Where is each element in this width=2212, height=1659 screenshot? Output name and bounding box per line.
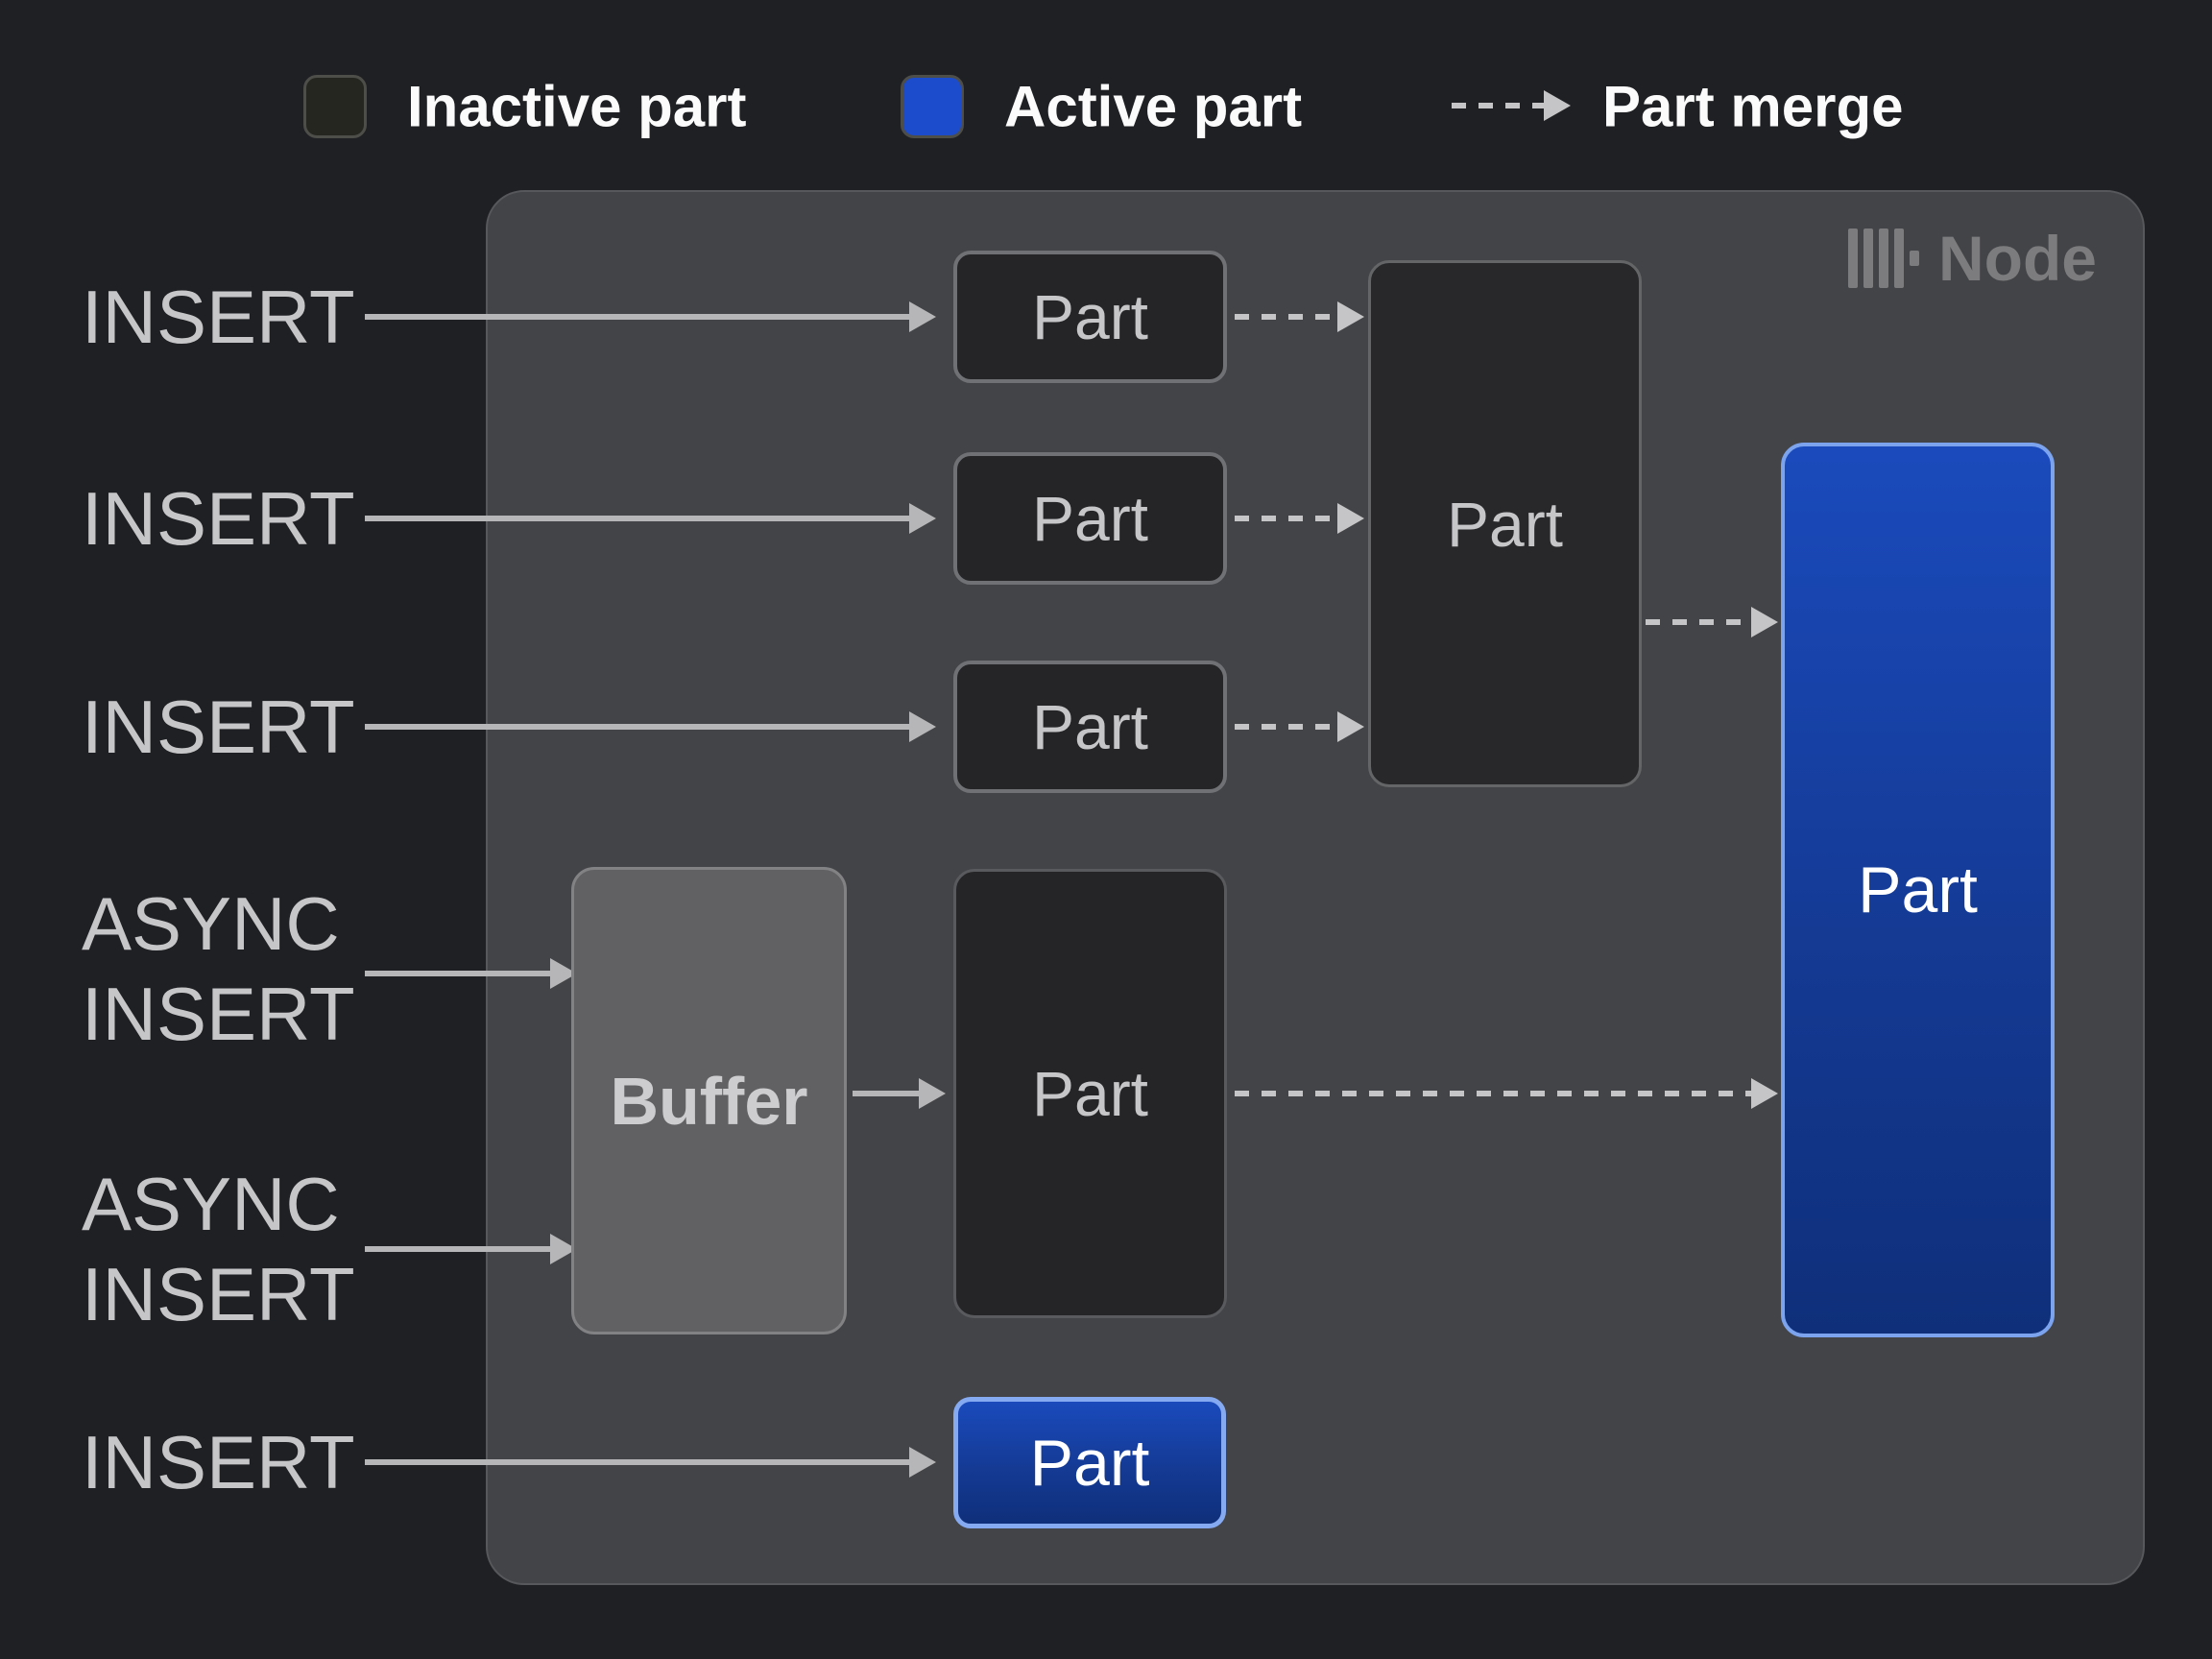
- async-insert-arrow-2: [365, 1246, 550, 1252]
- logo-bar: [1848, 228, 1858, 288]
- insert-label-1: INSERT: [82, 275, 355, 359]
- clickhouse-logo-icon: [1848, 228, 1919, 289]
- insert-arrow-1: [365, 314, 909, 320]
- part-label: Part: [1446, 488, 1564, 560]
- part-label: Part: [1858, 854, 1978, 926]
- legend-active-part-swatch: [901, 75, 964, 138]
- part-label: Part: [1029, 1426, 1150, 1500]
- insert-arrow-2: [365, 516, 909, 521]
- part-box-active-small: Part: [953, 1397, 1226, 1528]
- merge-arrow-3: [1235, 724, 1337, 730]
- insert-arrow-4: [365, 1459, 909, 1465]
- part-box-inactive-2: Part: [953, 452, 1227, 585]
- part-box-inactive-1: Part: [953, 251, 1227, 383]
- buffer-box: Buffer: [571, 867, 847, 1334]
- part-label: Part: [1031, 281, 1149, 352]
- async-insert-arrow-1: [365, 971, 550, 976]
- insert-label-4: INSERT: [82, 1420, 355, 1504]
- node-title: Node: [1938, 223, 2097, 294]
- insert-arrow-3: [365, 724, 909, 730]
- logo-dot: [1910, 251, 1919, 266]
- logo-bar: [1879, 228, 1888, 288]
- part-label: Part: [1031, 691, 1149, 762]
- async-insert-label-1: ASYNC INSERT: [82, 881, 355, 1056]
- logo-bar: [1894, 228, 1904, 288]
- legend-inactive-part-label: Inactive part: [407, 74, 747, 139]
- part-box-active-large: Part: [1781, 443, 2055, 1337]
- part-label: Part: [1031, 483, 1149, 554]
- legend-part-merge-label: Part merge: [1602, 74, 1904, 139]
- insert-label-2: INSERT: [82, 476, 355, 561]
- logo-bar: [1863, 228, 1873, 288]
- buffer-to-part-arrow: [853, 1091, 919, 1096]
- node-header: Node: [1848, 223, 2097, 294]
- async-insert-label-2: ASYNC INSERT: [82, 1162, 355, 1336]
- legend-active-part-label: Active part: [1004, 74, 1303, 139]
- buffered-merge-arrow-to-active: [1235, 1091, 1751, 1096]
- merge-arrow-2: [1235, 516, 1337, 521]
- part-label: Part: [1031, 1058, 1149, 1129]
- merge-arrow-1: [1235, 314, 1337, 320]
- buffer-label: Buffer: [610, 1063, 808, 1139]
- legend-inactive-part-swatch: [303, 75, 367, 138]
- legend-part-merge-arrow-icon: [1452, 103, 1544, 108]
- part-box-buffered: Part: [953, 869, 1227, 1318]
- merge-arrow-to-active: [1646, 619, 1751, 625]
- part-box-merged: Part: [1368, 260, 1642, 787]
- insert-label-3: INSERT: [82, 685, 355, 769]
- part-box-inactive-3: Part: [953, 661, 1227, 793]
